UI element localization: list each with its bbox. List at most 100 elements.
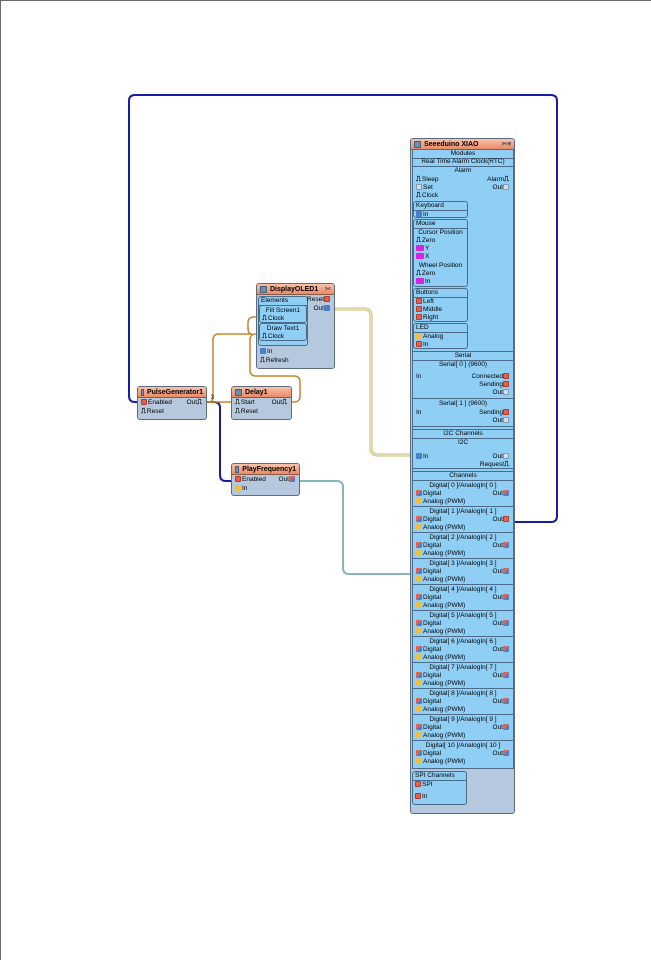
channel-10-analog-pin[interactable]: Analog (PWM) <box>416 757 465 766</box>
delay-out-pin[interactable]: Out⎍ <box>271 399 287 406</box>
play-title-bar[interactable]: PlayFrequency1 <box>232 464 299 475</box>
channel-9-analog-pin[interactable]: Analog (PWM) <box>416 731 465 740</box>
channel-9-out-pin[interactable]: Out <box>493 723 510 732</box>
serial1-out-pin[interactable]: Out <box>493 416 510 425</box>
led-module[interactable]: LED Analog In <box>413 323 468 349</box>
tools-icon[interactable]: ✂ <box>325 286 331 293</box>
channel-5-digital-pin[interactable]: Digital <box>416 619 441 628</box>
serial0-connected-pin[interactable]: Connected <box>472 372 510 381</box>
delay-title-bar[interactable]: Delay1 <box>232 387 291 398</box>
pulse-enabled-pin[interactable]: Enabled <box>141 398 172 407</box>
channel-1-out-pin[interactable]: Out <box>493 515 510 524</box>
serial1-in-pin[interactable]: In <box>416 409 422 416</box>
spi-section: SPI Channels SPI In <box>412 771 467 805</box>
channel-6-out-pin[interactable]: Out <box>493 645 510 654</box>
pulse-reset-pin[interactable]: ⎍Reset <box>141 408 164 415</box>
element-draw-text[interactable]: Draw Text1 ⎍Clock <box>259 323 307 341</box>
channel-1-digital-pin[interactable]: Digital <box>416 515 441 524</box>
wire-play-to-digital3[interactable] <box>300 480 412 575</box>
wire-display-to-i2c[interactable] <box>334 307 412 457</box>
digital-pin-icon <box>416 750 422 757</box>
channel-2-out-pin[interactable]: Out <box>493 541 510 550</box>
analog-pin-icon <box>416 498 422 505</box>
channel-0-analog-pin[interactable]: Analog (PWM) <box>416 497 465 506</box>
analog-pin-icon <box>416 654 422 661</box>
channel-2-analog-pin[interactable]: Analog (PWM) <box>416 549 465 558</box>
channel-4-out-pin[interactable]: Out <box>493 593 510 602</box>
channel-3-analog-pin[interactable]: Analog (PWM) <box>416 575 465 584</box>
channel-10-digital-pin[interactable]: Digital <box>416 749 441 758</box>
display-oled-component[interactable]: DisplayOLED1 ✂ Elements Fill Screen1 ⎍Cl… <box>256 283 335 369</box>
analog-pin-icon <box>416 550 422 557</box>
serial0-out-pin[interactable]: Out <box>493 388 510 397</box>
channel-4-analog-pin[interactable]: Analog (PWM) <box>416 601 465 610</box>
channel-5-label: Digital[ 5 ]/AnalogIn[ 5 ] <box>413 610 513 620</box>
element-fill-screen[interactable]: Fill Screen1 ⎍Clock <box>259 305 307 323</box>
out-pin-icon <box>503 672 509 679</box>
rtc-sleep-pin[interactable]: ⎍Sleep <box>416 176 439 183</box>
channel-8-analog-pin[interactable]: Analog (PWM) <box>416 705 465 714</box>
buttons-module[interactable]: Buttons Left Middle Right <box>413 288 468 322</box>
wire-digital1-to-pulse-enabled[interactable] <box>128 94 558 523</box>
i2c-out-pin[interactable]: Out <box>493 452 510 461</box>
channel-10-out-pin[interactable]: Out <box>493 749 510 758</box>
channel-7-out-pin[interactable]: Out <box>493 671 510 680</box>
rtc-alarm-out-pin[interactable]: Alarm⎍ <box>487 176 509 183</box>
draw-text-clock-pin[interactable]: ⎍Clock <box>262 333 285 340</box>
keyboard-module[interactable]: Keyboard In <box>413 201 468 218</box>
play-enabled-pin[interactable]: Enabled <box>235 475 266 484</box>
channel-0-out-pin[interactable]: Out <box>493 489 510 498</box>
display-refresh-pin[interactable]: ⎍Refresh <box>260 357 289 364</box>
serial1-sending-pin[interactable]: Sending <box>479 408 510 417</box>
pulse-generator-title-bar[interactable]: PulseGenerator1 <box>138 387 206 398</box>
channel-4-digital-pin[interactable]: Digital <box>416 593 441 602</box>
digital-pin-icon <box>416 698 422 705</box>
spi-in-pin[interactable]: In <box>415 792 427 801</box>
tools-icon[interactable]: ✂▾ <box>501 141 511 148</box>
channel-5-analog-pin[interactable]: Analog (PWM) <box>416 627 465 636</box>
channel-2-digital-pin[interactable]: Digital <box>416 541 441 550</box>
analog-pin-icon <box>416 732 422 739</box>
channel-3-out-pin[interactable]: Out <box>493 567 510 576</box>
channel-0-digital-pin[interactable]: Digital <box>416 489 441 498</box>
channel-6-digital-pin[interactable]: Digital <box>416 645 441 654</box>
display-title-bar[interactable]: DisplayOLED1 ✂ <box>257 284 334 295</box>
data-pin-icon <box>503 389 509 396</box>
channel-6-analog-pin[interactable]: Analog (PWM) <box>416 653 465 662</box>
play-out-pin[interactable]: Out <box>279 475 296 484</box>
play-icon <box>235 465 240 473</box>
i2c-in-pin[interactable]: In <box>416 452 428 461</box>
channel-1-analog-pin[interactable]: Analog (PWM) <box>416 523 465 532</box>
i2c-request-pin[interactable]: Request⎍ <box>479 461 509 468</box>
delay-reset-pin[interactable]: ⎍Reset <box>235 408 258 415</box>
fill-screen-clock-pin[interactable]: ⎍Clock <box>262 315 285 322</box>
pulse-out-pin[interactable]: Out⎍ <box>186 399 202 406</box>
channel-8-digital-pin[interactable]: Digital <box>416 697 441 706</box>
analog-pin-icon <box>416 628 422 635</box>
display-reset-pin[interactable]: Reset <box>307 295 331 304</box>
play-frequency-component[interactable]: PlayFrequency1 Enabled In Out <box>231 463 300 496</box>
display-in-pin[interactable]: In <box>260 347 272 356</box>
wire-pulse-to-play-enabled[interactable] <box>206 401 232 482</box>
mouse-module[interactable]: Mouse Cursor Position ⎍Zero Y X Wheel Po… <box>413 219 468 287</box>
pulse-generator-component[interactable]: PulseGenerator1 Enabled ⎍Reset Out⎍ 3 <box>137 386 214 420</box>
channel-3-digital-pin[interactable]: Digital <box>416 567 441 576</box>
serial0-in-pin[interactable]: In <box>416 373 422 380</box>
channel-9-digital-pin[interactable]: Digital <box>416 723 441 732</box>
serial0-sending-pin[interactable]: Sending <box>479 380 510 389</box>
channel-7-digital-pin[interactable]: Digital <box>416 671 441 680</box>
channel-5-out-pin[interactable]: Out <box>493 619 510 628</box>
delay-component[interactable]: Delay1 ⎍Start ⎍Reset Out⎍ <box>231 386 292 420</box>
delay-start-pin[interactable]: ⎍Start <box>235 399 255 406</box>
clock-pin-icon: ⎍ <box>282 399 287 406</box>
channel-7-analog-pin[interactable]: Analog (PWM) <box>416 679 465 688</box>
seeeduino-board-component[interactable]: Seeeduino XIAO ✂▾ Modules Real Time Alar… <box>410 138 515 814</box>
wire-delay-to-drawtext-clock[interactable] <box>249 333 301 403</box>
rtc-set-pin[interactable]: Set <box>416 183 433 192</box>
display-out-pin[interactable]: Out <box>314 304 331 313</box>
channel-8-out-pin[interactable]: Out <box>493 697 510 706</box>
wire-pulse-to-fillscreen-clock[interactable] <box>206 316 258 403</box>
rtc-out-pin[interactable]: Out <box>493 183 510 192</box>
rtc-clock-pin[interactable]: ⎍Clock <box>416 192 439 199</box>
play-in-pin[interactable]: In <box>235 484 247 493</box>
